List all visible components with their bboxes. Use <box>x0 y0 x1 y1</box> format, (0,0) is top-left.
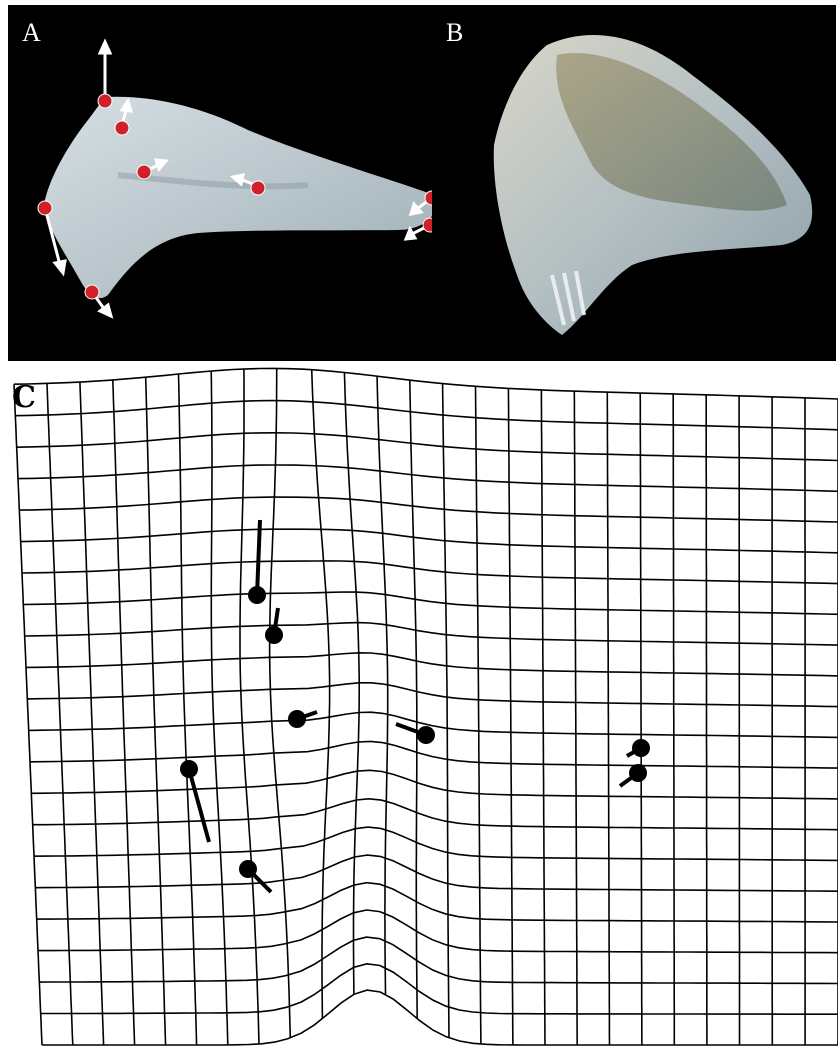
grid-column-line <box>508 388 513 1045</box>
grid-lines <box>14 368 838 1045</box>
grid-column-line <box>476 386 481 1044</box>
landmark-dot <box>248 586 266 604</box>
grid-row-line <box>42 990 838 1045</box>
grid-column-line <box>607 392 609 1045</box>
grid-column-line <box>80 382 104 1045</box>
landmark-dot <box>288 710 306 728</box>
grid-row-line <box>34 827 838 860</box>
grid-column-line <box>240 369 259 1044</box>
grid-row-line <box>37 883 838 922</box>
panel-b-specimen-photo: B <box>432 5 836 361</box>
grid-row-line <box>31 770 838 799</box>
landmark-5 <box>38 201 52 215</box>
grid-column-line <box>541 390 545 1045</box>
landmark-6 <box>85 285 99 299</box>
grid-column-line <box>640 393 642 1045</box>
grid-column-line <box>47 383 73 1045</box>
grid-row-line <box>39 937 838 983</box>
panel-a-specimen-photo: A <box>8 5 432 361</box>
grid-row-line <box>35 855 838 891</box>
grid-row-line <box>41 964 838 1014</box>
landmark-1 <box>98 94 112 108</box>
grid-row-line <box>18 465 838 491</box>
grid-column-line <box>706 395 707 1045</box>
panel-label-a: A <box>22 20 41 46</box>
grid-column-line <box>574 391 577 1045</box>
specimen-outline-a <box>44 97 432 298</box>
landmark-2 <box>115 121 129 135</box>
grid-row-line <box>14 368 838 399</box>
grid-row-line <box>22 561 838 584</box>
deformation-grid <box>0 365 838 1050</box>
grid-column-line <box>146 377 166 1045</box>
grid-column-line <box>113 380 135 1045</box>
landmark-dot <box>239 860 257 878</box>
grid-column-line <box>270 368 291 1038</box>
displacement-vector <box>189 769 209 842</box>
landmark-dot <box>180 760 198 778</box>
landmark-4 <box>251 181 265 195</box>
landmark-dot <box>265 626 283 644</box>
grid-column-line <box>443 384 449 1038</box>
displacement-vector <box>257 520 260 595</box>
grid-column-line <box>211 371 228 1045</box>
specimen-photo-a <box>8 5 432 361</box>
grid-row-line <box>33 799 838 830</box>
specimen-photo-b <box>432 5 836 361</box>
grid-row-line <box>38 910 838 953</box>
panel-label-b: B <box>446 20 463 46</box>
landmark-dot <box>417 726 435 744</box>
grid-row-line <box>15 401 838 430</box>
grid-row-line <box>30 741 838 768</box>
grid-row-line <box>19 497 838 522</box>
grid-column-line <box>14 384 42 1045</box>
landmark-8 <box>423 218 432 232</box>
panel-label-c: C <box>12 383 36 413</box>
grid-row-line <box>27 683 838 707</box>
landmark-dot <box>632 739 650 757</box>
grid-column-line <box>673 394 674 1045</box>
landmark-dot <box>629 764 647 782</box>
grid-row-line <box>23 592 838 614</box>
landmark-3 <box>137 165 151 179</box>
grid-row-line <box>21 529 838 553</box>
grid-column-line <box>179 374 197 1045</box>
panel-c-deformation-grid: C <box>0 365 838 1050</box>
grid-row-line <box>17 433 838 461</box>
grid-row-line <box>25 623 838 646</box>
grid-row-line <box>26 653 838 676</box>
